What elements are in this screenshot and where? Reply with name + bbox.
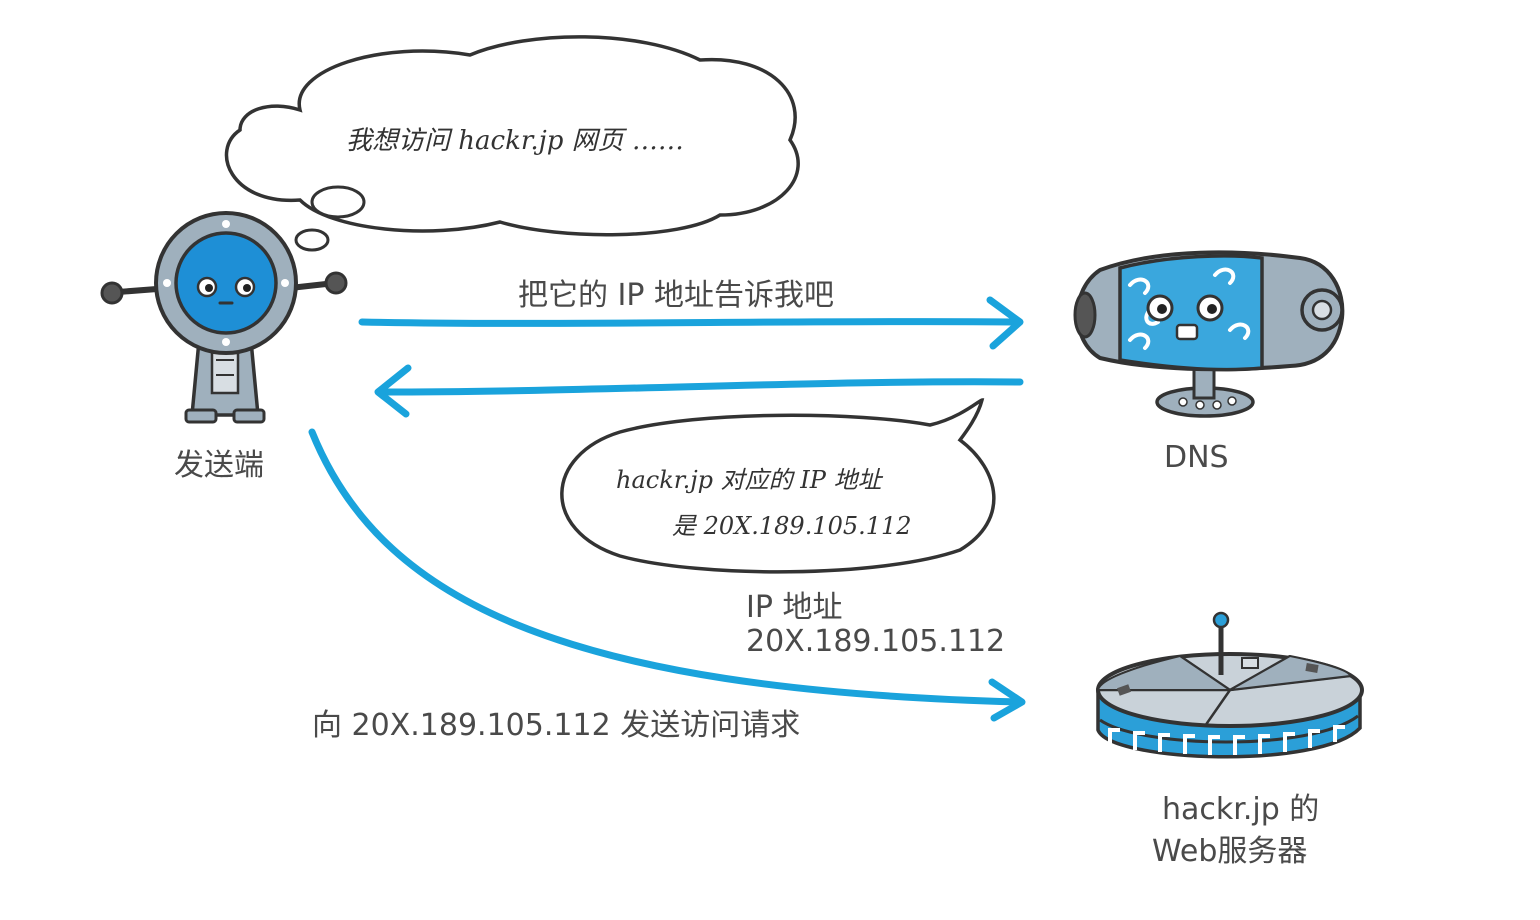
reply-arrow	[374, 364, 1024, 418]
dns-server-icon	[1073, 250, 1345, 418]
web-server-label-line2: Web服务器	[1152, 834, 1308, 869]
dns-reply-bubble	[560, 398, 996, 574]
request-arrow	[308, 428, 1026, 722]
sender-label: 发送端	[174, 448, 264, 483]
dns-reply-line1: hackr.jp 对应的 IP 地址	[616, 466, 882, 494]
thought-bubble-text: 我想访问 hackr.jp 网页 ……	[346, 126, 684, 156]
web-server-icon	[1096, 611, 1364, 759]
thought-dot-large	[310, 185, 366, 219]
thought-dot-small	[294, 228, 330, 252]
request-arrow-label: 向 20X.189.105.112 发送访问请求	[312, 708, 801, 743]
ip-caption-title: IP 地址	[746, 590, 843, 625]
dns-label: DNS	[1164, 440, 1229, 475]
thought-bubble	[224, 35, 800, 252]
ip-caption-value: 20X.189.105.112	[746, 624, 1006, 659]
query-arrow-label: 把它的 IP 地址告诉我吧	[518, 278, 835, 313]
query-arrow	[358, 296, 1024, 350]
web-server-label-line1: hackr.jp 的	[1162, 792, 1320, 827]
sender-robot-icon	[100, 211, 348, 424]
dns-reply-line2: 是 20X.189.105.112	[672, 512, 912, 540]
